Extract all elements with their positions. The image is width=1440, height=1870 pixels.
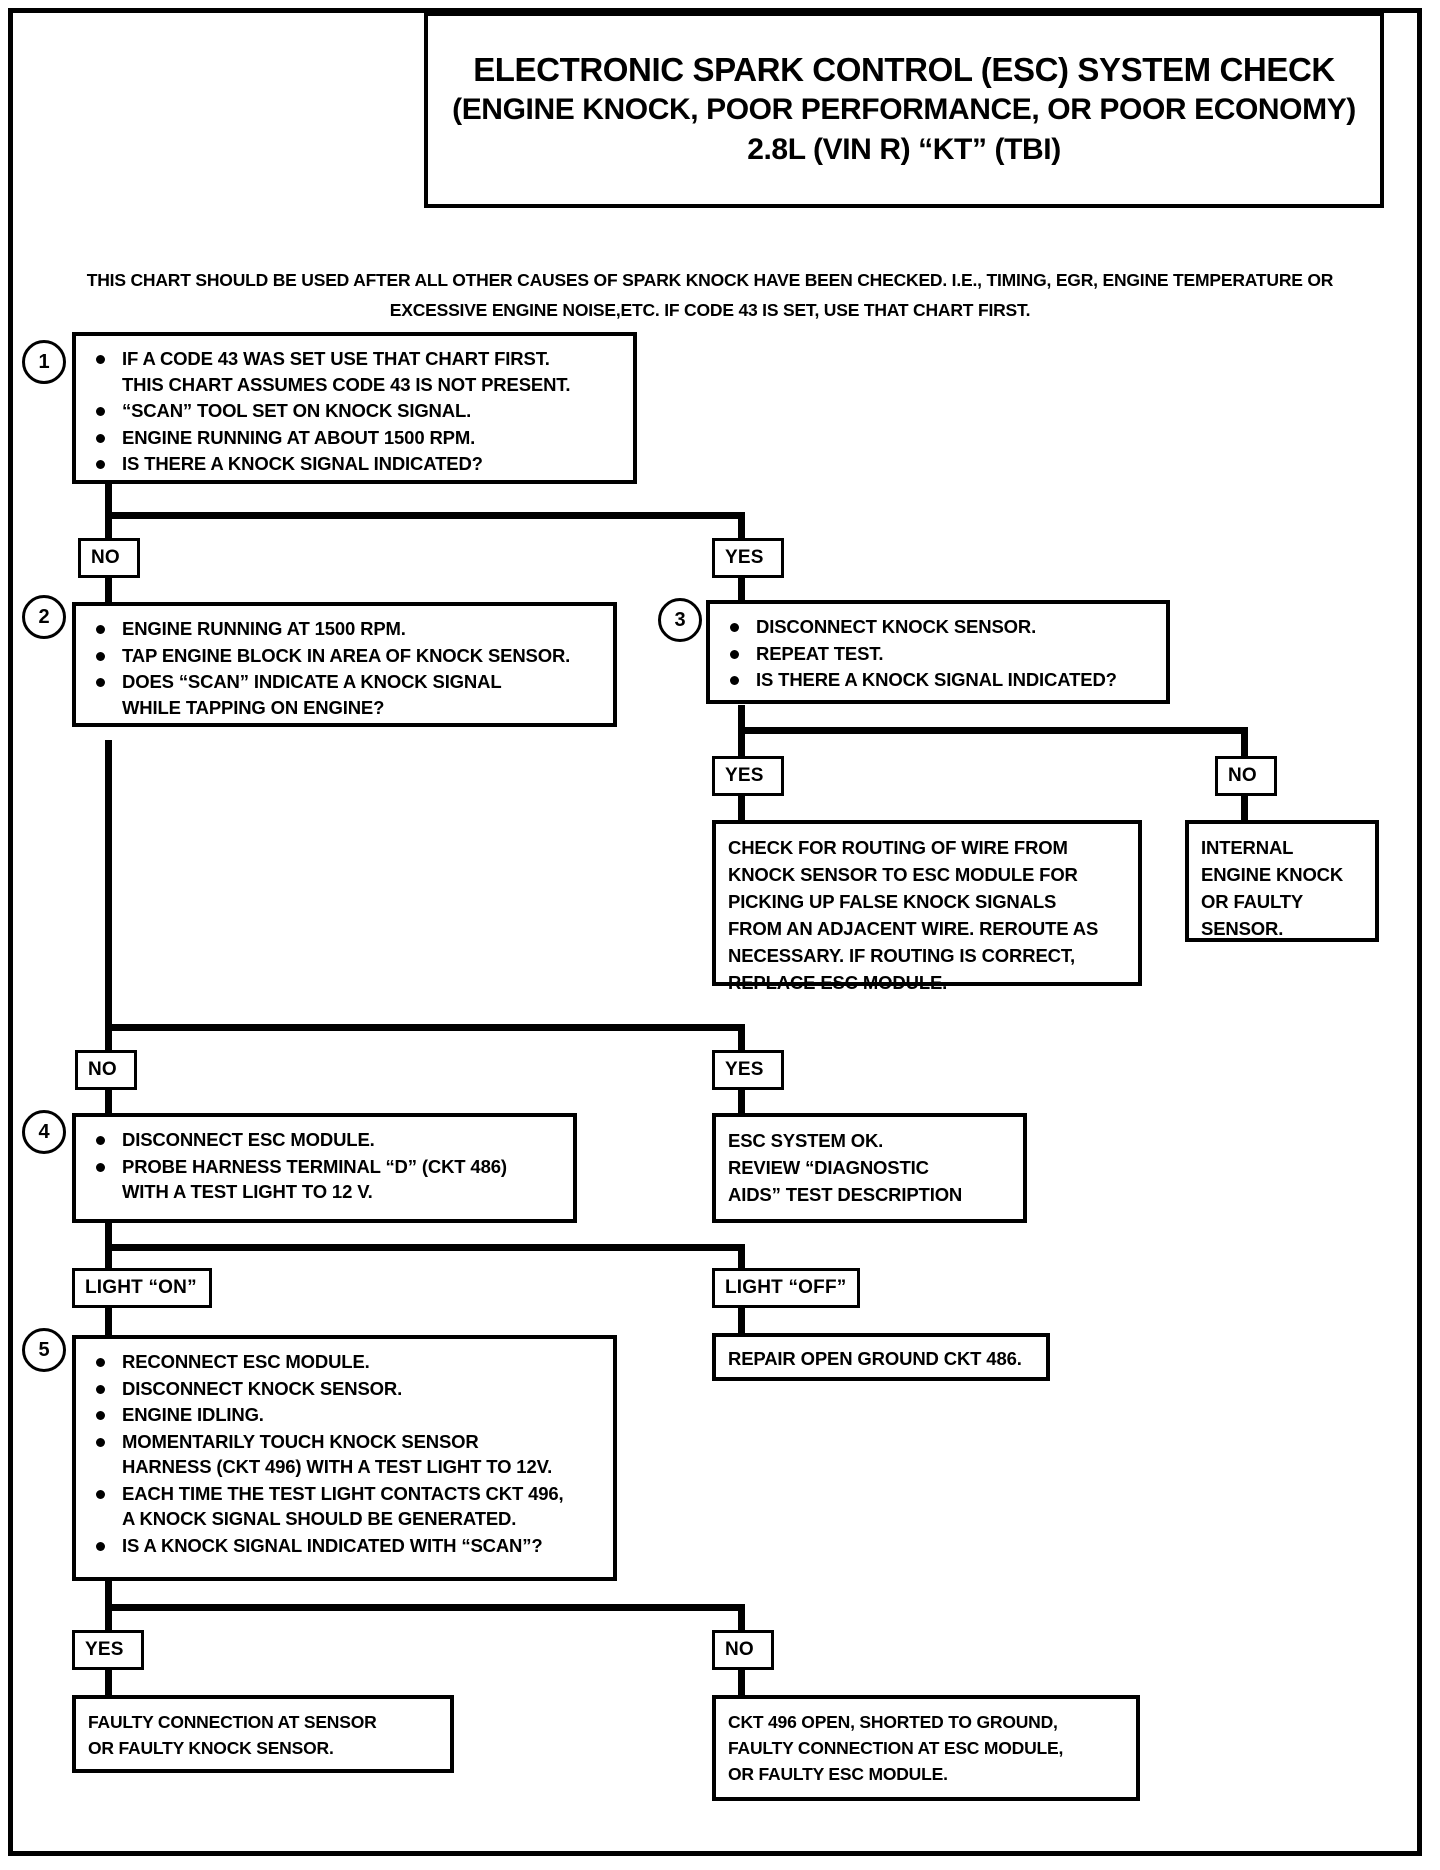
label-no-step5: NO — [712, 1630, 774, 1670]
list-item: DISCONNECT KNOCK SENSOR. — [88, 1376, 601, 1402]
outcome-system-ok-box: ESC SYSTEM OK. REVIEW “DIAGNOSTIC AIDS” … — [712, 1113, 1027, 1223]
connector-step2-left-down — [105, 1024, 112, 1056]
connector-step5-right-down — [738, 1604, 745, 1636]
label-yes-step1: YES — [712, 538, 784, 578]
outcome-repair-open-text: REPAIR OPEN GROUND CKT 486. — [728, 1348, 1022, 1369]
list-item: RECONNECT ESC MODULE. — [88, 1349, 601, 1375]
connector-step5-left-down — [105, 1604, 112, 1636]
outcome-routing-box: CHECK FOR ROUTING OF WIRE FROM KNOCK SEN… — [712, 820, 1142, 993]
connector-step3-split — [738, 727, 1248, 734]
connector-step2-down — [105, 740, 112, 1030]
list-item: EACH TIME THE TEST LIGHT CONTACTS CKT 49… — [88, 1481, 601, 1532]
outcome-ckt496-box: CKT 496 OPEN, SHORTED TO GROUND, FAULTY … — [712, 1695, 1140, 1801]
connector-step2-right-down — [738, 1024, 745, 1056]
step-circle-5: 5 — [22, 1328, 66, 1372]
list-item: MOMENTARILY TOUCH KNOCK SENSOR HARNESS (… — [88, 1429, 601, 1480]
list-item: DISCONNECT ESC MODULE. — [88, 1127, 561, 1153]
step-3-box: DISCONNECT KNOCK SENSOR. REPEAT TEST. IS… — [706, 600, 1170, 704]
connector-yes1-to-step3 — [738, 575, 745, 605]
label-light-off: LIGHT “OFF” — [712, 1268, 860, 1308]
list-item: PROBE HARNESS TERMINAL “D” (CKT 486) WIT… — [88, 1154, 561, 1205]
connector-step3-left-down — [738, 727, 745, 762]
step-4-bullets: DISCONNECT ESC MODULE. PROBE HARNESS TER… — [88, 1127, 561, 1205]
connector-lighton-to-step5 — [105, 1307, 112, 1337]
connector-step3-down — [738, 705, 745, 733]
connector-step1-down — [105, 482, 112, 518]
step-1-box: IF A CODE 43 WAS SET USE THAT CHART FIRS… — [72, 332, 637, 484]
connector-yes2-to-ok — [738, 1087, 745, 1117]
label-no-step3: NO — [1215, 756, 1277, 796]
connector-step4-left-down — [105, 1244, 112, 1276]
outcome-internal-box: INTERNAL ENGINE KNOCK OR FAULTY SENSOR. — [1185, 820, 1379, 942]
connector-step3-right-down — [1241, 727, 1248, 762]
connector-step1-right-down — [738, 512, 745, 544]
label-no-step1: NO — [78, 538, 140, 578]
list-item: IF A CODE 43 WAS SET USE THAT CHART FIRS… — [88, 346, 621, 397]
connector-step5-split — [105, 1604, 745, 1611]
list-item: TAP ENGINE BLOCK IN AREA OF KNOCK SENSOR… — [88, 643, 601, 669]
outcome-system-ok-text: ESC SYSTEM OK. REVIEW “DIAGNOSTIC AIDS” … — [728, 1130, 963, 1205]
page-border — [8, 8, 1422, 1856]
outcome-faulty-connection-text: FAULTY CONNECTION AT SENSOR OR FAULTY KN… — [88, 1712, 377, 1758]
title-block: ELECTRONIC SPARK CONTROL (ESC) SYSTEM CH… — [424, 12, 1384, 208]
list-item: DOES “SCAN” INDICATE A KNOCK SIGNAL WHIL… — [88, 669, 601, 720]
connector-step5-down — [105, 1580, 112, 1610]
step-5-box: RECONNECT ESC MODULE. DISCONNECT KNOCK S… — [72, 1335, 617, 1581]
connector-lightoff-to-repair — [738, 1307, 745, 1337]
label-no-step2: NO — [75, 1050, 137, 1090]
step-circle-4: 4 — [22, 1110, 66, 1154]
title-line-1: ELECTRONIC SPARK CONTROL (ESC) SYSTEM CH… — [473, 51, 1335, 88]
connector-step1-left-down — [105, 512, 112, 544]
step-3-bullets: DISCONNECT KNOCK SENSOR. REPEAT TEST. IS… — [722, 614, 1154, 693]
connector-yes3-to-routing — [738, 793, 745, 823]
step-2-bullets: ENGINE RUNNING AT 1500 RPM. TAP ENGINE B… — [88, 616, 601, 720]
step-circle-1: 1 — [22, 340, 66, 384]
connector-no1-to-step2 — [105, 575, 112, 605]
outcome-routing-text: CHECK FOR ROUTING OF WIRE FROM KNOCK SEN… — [728, 837, 1099, 993]
outcome-repair-open-box: REPAIR OPEN GROUND CKT 486. — [712, 1333, 1050, 1381]
label-light-on: LIGHT “ON” — [72, 1268, 212, 1308]
step-circle-3: 3 — [658, 598, 702, 642]
connector-no2-to-step4 — [105, 1087, 112, 1117]
label-yes-step3: YES — [712, 756, 784, 796]
list-item: REPEAT TEST. — [722, 641, 1154, 667]
step-5-bullets: RECONNECT ESC MODULE. DISCONNECT KNOCK S… — [88, 1349, 601, 1558]
step-1-bullets: IF A CODE 43 WAS SET USE THAT CHART FIRS… — [88, 346, 621, 477]
list-item: DISCONNECT KNOCK SENSOR. — [722, 614, 1154, 640]
label-yes-step2: YES — [712, 1050, 784, 1090]
list-item: IS THERE A KNOCK SIGNAL INDICATED? — [722, 667, 1154, 693]
outcome-faulty-connection-box: FAULTY CONNECTION AT SENSOR OR FAULTY KN… — [72, 1695, 454, 1773]
connector-yes5-to-faulty — [105, 1667, 112, 1697]
list-item: ENGINE RUNNING AT 1500 RPM. — [88, 616, 601, 642]
list-item: “SCAN” TOOL SET ON KNOCK SIGNAL. — [88, 398, 621, 424]
title-line-3: 2.8L (VIN R) “KT” (TBI) — [747, 133, 1061, 166]
connector-no3-to-internal — [1241, 793, 1248, 823]
label-yes-step5: YES — [72, 1630, 144, 1670]
list-item: ENGINE RUNNING AT ABOUT 1500 RPM. — [88, 425, 621, 451]
step-2-box: ENGINE RUNNING AT 1500 RPM. TAP ENGINE B… — [72, 602, 617, 727]
outcome-internal-text: INTERNAL ENGINE KNOCK OR FAULTY SENSOR. — [1201, 837, 1344, 939]
step-circle-2: 2 — [22, 595, 66, 639]
connector-no5-to-ckt496 — [738, 1667, 745, 1697]
connector-step4-right-down — [738, 1244, 745, 1276]
list-item: IS THERE A KNOCK SIGNAL INDICATED? — [88, 451, 621, 477]
title-line-2: (ENGINE KNOCK, POOR PERFORMANCE, OR POOR… — [452, 93, 1356, 126]
connector-step1-split — [105, 512, 745, 519]
list-item: ENGINE IDLING. — [88, 1402, 601, 1428]
intro-note: THIS CHART SHOULD BE USED AFTER ALL OTHE… — [86, 270, 1334, 320]
step-4-box: DISCONNECT ESC MODULE. PROBE HARNESS TER… — [72, 1113, 577, 1223]
connector-step4-split — [105, 1244, 745, 1251]
connector-step4-down — [105, 1222, 112, 1250]
connector-step2-split — [105, 1024, 745, 1031]
outcome-ckt496-text: CKT 496 OPEN, SHORTED TO GROUND, FAULTY … — [728, 1712, 1064, 1784]
list-item: IS A KNOCK SIGNAL INDICATED WITH “SCAN”? — [88, 1533, 601, 1559]
